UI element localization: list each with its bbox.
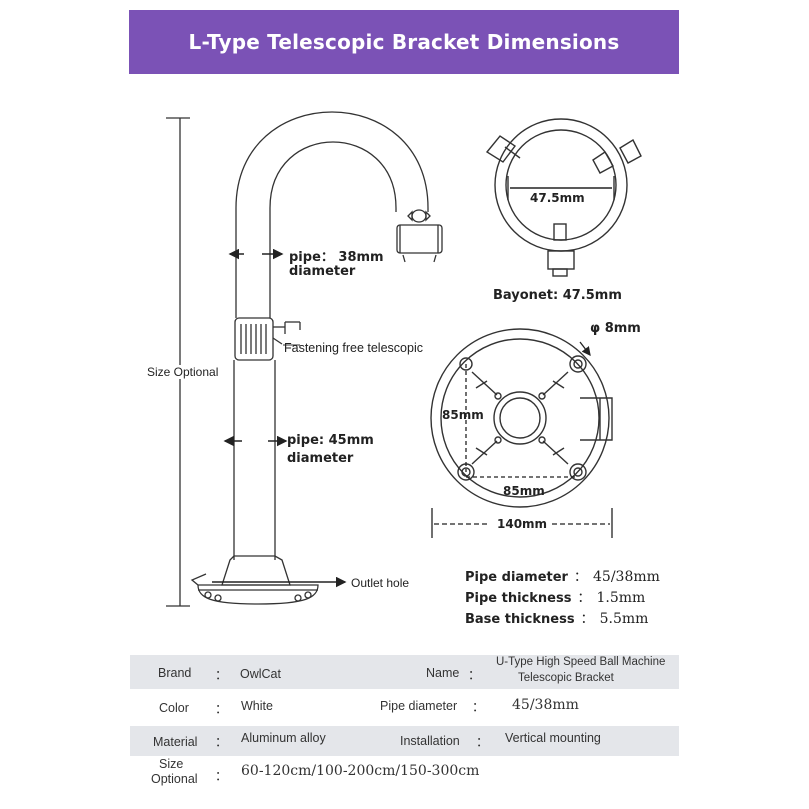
base-width-label: 140mm	[497, 517, 548, 531]
size-optional-label: Size Optional	[147, 365, 219, 379]
spec-pipe-thickness: Pipe thickness：1.5mm	[465, 590, 646, 606]
base-horizontal-label: 85mm	[503, 484, 545, 498]
base-plate	[190, 555, 319, 605]
pipe-upper-label: pipe： 38mm	[289, 250, 384, 265]
size-dimension-line	[166, 117, 190, 607]
bayonet-inner-label: 47.5mm	[530, 191, 585, 205]
spec-pipe-diameter: Pipe diameter：45/38mm	[465, 569, 660, 585]
outlet-hole-label: Outlet hole	[351, 576, 410, 590]
pipe-lower-label-line2: diameter	[287, 451, 354, 466]
base-vertical-label: 85mm	[442, 408, 484, 422]
pipe-lower-label: pipe: 45mm	[287, 433, 374, 448]
lower-pipe	[233, 360, 276, 560]
spec-base-thickness: Base thickness：5.5mm	[465, 611, 649, 627]
upper-pipe	[235, 111, 443, 318]
hole-diameter-label: φ 8mm	[590, 321, 641, 336]
table-row-size: Size Optional ： 60-120cm/100-200cm/150-3…	[151, 757, 480, 786]
table-row-color: Color ： White Pipe diameter ： 45/38mm	[159, 697, 579, 716]
hole-leader	[579, 341, 591, 357]
table-row-brand: Brand ： OwlCat Name ： U-Type High Speed …	[130, 655, 679, 689]
title-banner: L-Type Telescopic Bracket Dimensions	[129, 10, 679, 74]
telescopic-collar	[234, 317, 301, 361]
pipe-upper-label-line2: diameter	[289, 264, 356, 279]
bayonet-ring	[485, 118, 642, 277]
bayonet-caption: Bayonet: 47.5mm	[493, 288, 622, 303]
fastening-label: Fastening free telescopic	[284, 341, 423, 355]
table-row-material: Material ： Aluminum alloy Installation ：…	[130, 726, 679, 756]
page-title: L-Type Telescopic Bracket Dimensions	[188, 30, 620, 54]
base-plate-top-view	[430, 328, 613, 508]
